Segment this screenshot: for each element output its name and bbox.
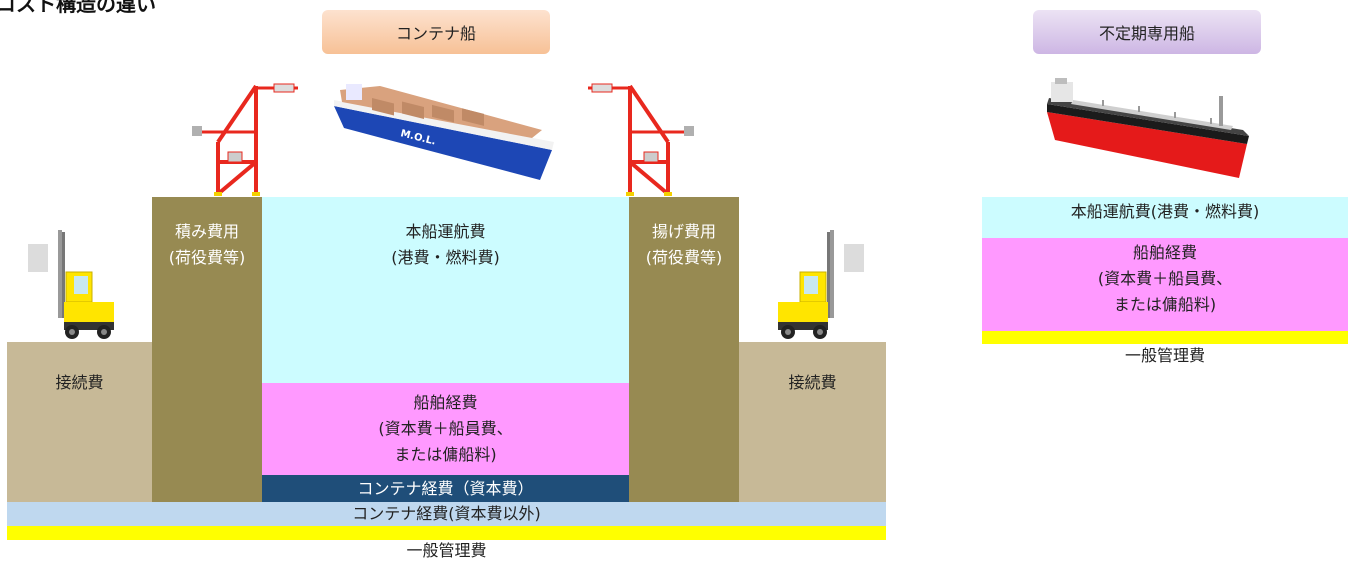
tramp-general-admin-label: 一般管理費 [982, 344, 1348, 368]
general-admin-strip [7, 526, 886, 540]
right-crane-icon [588, 83, 694, 196]
container-capital-cost-label: コンテナ経費（資本費） [357, 478, 534, 498]
tramp-vessel-cost-line2: (資本費＋船員費、 [1097, 269, 1233, 288]
container-capital-cost-block: コンテナ経費（資本費） [262, 475, 629, 502]
vessel-cost-line1: 船舶経費 [413, 393, 478, 412]
container-other-cost-label: コンテナ経費(資本費以外) [352, 504, 541, 523]
loading-cost-pillar: 積み費用 (荷役費等) [152, 197, 262, 502]
loading-cost-line1: 積み費用 [174, 222, 239, 241]
right-forklift-icon [778, 230, 864, 339]
connection-cost-left-label: 接続費 [55, 373, 104, 392]
connection-cost-right: 接続費 [739, 342, 886, 502]
left-forklift-icon [28, 230, 114, 339]
operating-cost-line1: 本船運航費 [405, 222, 486, 241]
vessel-cost-block: 船舶経費 (資本費＋船員費、 または傭船料) [262, 383, 629, 475]
container-ship-icon: M.O.L. [334, 84, 554, 180]
tramp-operating-cost-label: 本船運航費(港費・燃料費) [1070, 202, 1260, 221]
page-title: コスト構造の違い [0, 0, 156, 16]
unloading-cost-pillar: 揚げ費用 (荷役費等) [629, 197, 739, 502]
bulk-carrier-icon [1047, 78, 1249, 178]
container-ship-label: コンテナ船 [322, 10, 550, 54]
connection-cost-left: 接続費 [7, 342, 152, 502]
general-admin-label: 一般管理費 [7, 540, 886, 561]
operating-cost-block: 本船運航費 (港費・燃料費) [262, 197, 629, 383]
tramp-vessel-cost-line3: または傭船料) [1113, 295, 1217, 314]
unloading-cost-line2: (荷役費等) [645, 248, 723, 267]
tramp-vessel-cost-line1: 船舶経費 [1132, 243, 1197, 262]
vessel-cost-line3: または傭船料) [394, 445, 497, 464]
container-other-cost-block: コンテナ経費(資本費以外) [7, 502, 886, 526]
tramp-ship-label: 不定期専用船 [1033, 10, 1261, 54]
general-admin-text: 一般管理費 [406, 541, 487, 560]
tramp-vessel-cost-block: 船舶経費 (資本費＋船員費、 または傭船料) [982, 238, 1348, 331]
tramp-operating-cost-block: 本船運航費(港費・燃料費) [982, 197, 1348, 238]
vessel-cost-line2: (資本費＋船員費、 [378, 419, 513, 438]
operating-cost-line2: (港費・燃料費) [391, 248, 500, 267]
loading-cost-line2: (荷役費等) [168, 248, 246, 267]
unloading-cost-line1: 揚げ費用 [651, 222, 716, 241]
left-crane-icon [192, 83, 298, 196]
connection-cost-right-label: 接続費 [788, 373, 837, 392]
tramp-general-admin-strip [982, 331, 1348, 344]
tramp-general-admin-text: 一般管理費 [1124, 346, 1205, 365]
